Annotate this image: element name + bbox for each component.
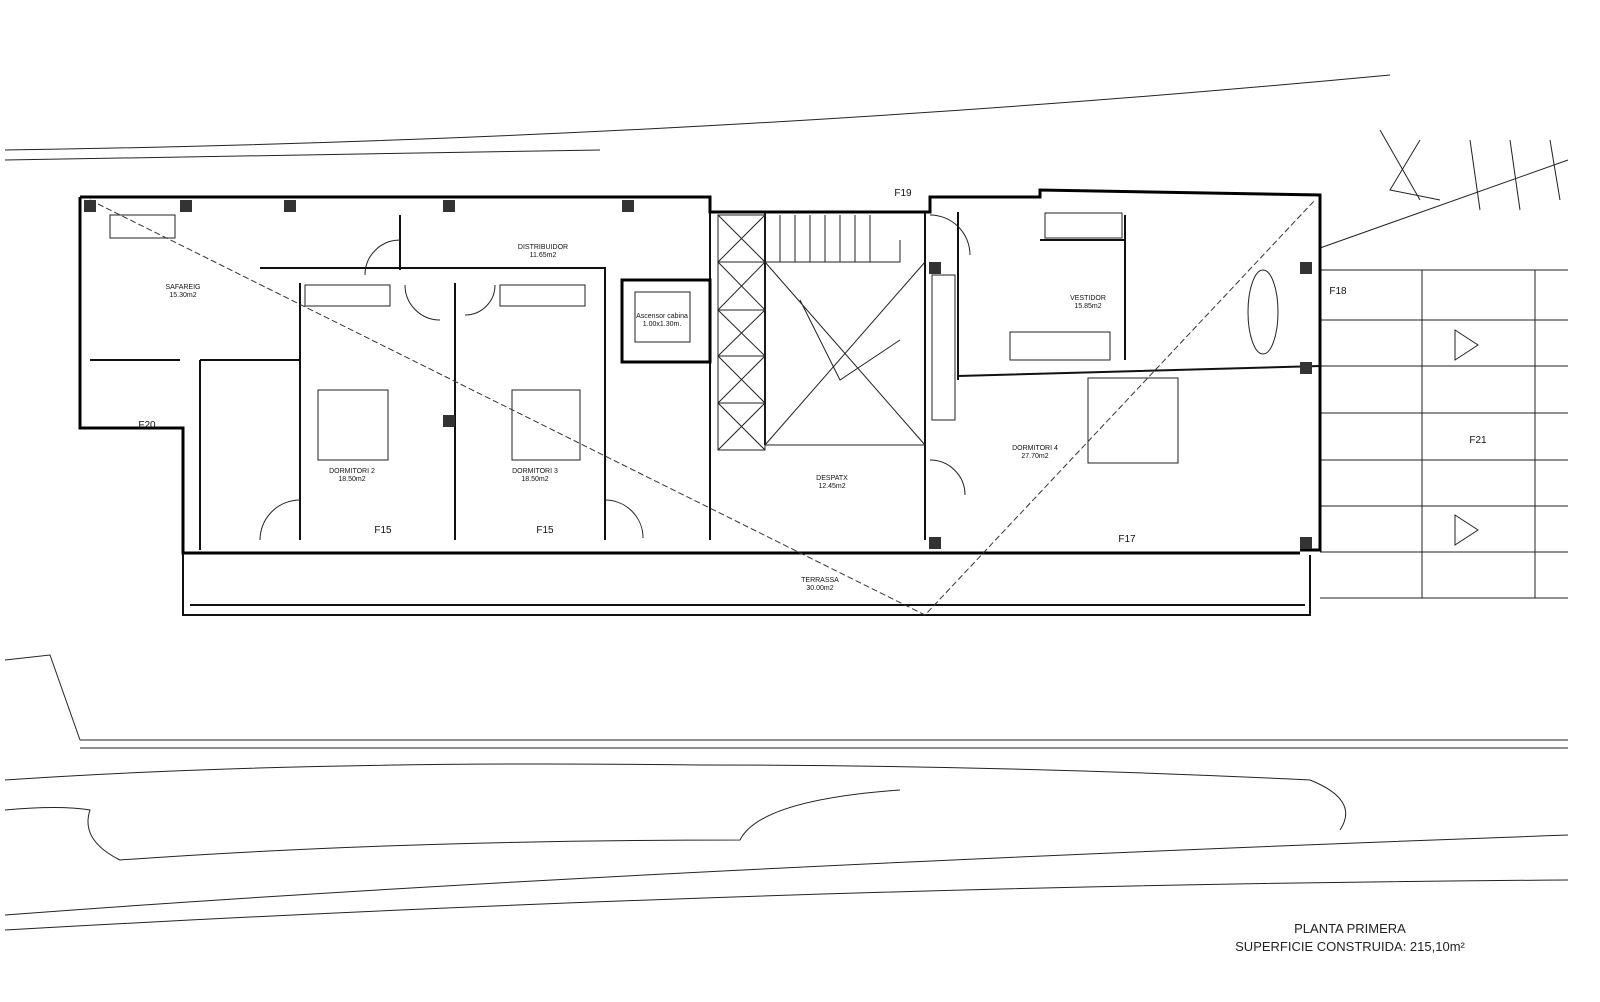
road-curve-1 [4, 763, 1347, 831]
road-curve-2 [4, 789, 901, 861]
elevator-cabin [634, 291, 691, 343]
room-area-vestidor: 15.85m2 [1074, 303, 1101, 310]
room-name-distribuidor: DISTRIBUIDOR [518, 244, 568, 251]
exterior-walls [78, 188, 1322, 555]
bathtub [1247, 269, 1279, 355]
room-area-dormitori-4: 27.70m2 [1021, 453, 1048, 460]
ramp-lines [1319, 129, 1569, 249]
built-surface: SUPERFICIE CONSTRUIDA: 215,10m² [1235, 939, 1465, 954]
section-line [89, 199, 1316, 616]
arrow-icon-2 [1454, 514, 1479, 546]
parking-grid [1320, 269, 1568, 599]
room-name-despatx: DESPATX [816, 475, 848, 482]
room-area-distribuidor: 11.65m2 [530, 252, 557, 259]
door-swings [259, 214, 971, 541]
service-shaft-crosses [717, 214, 766, 451]
road-curve-4 [4, 879, 1569, 931]
room-name-dormitori-2: DORMITORI 2 [329, 468, 375, 475]
structural-columns [84, 200, 1312, 549]
facade-label-f18: F18 [1329, 286, 1347, 297]
room-name-safareig: SAFAREIG [165, 284, 200, 291]
room-area-despatx: 12.45m2 [818, 483, 845, 490]
facade-label-f21: F21 [1469, 435, 1487, 446]
site-boundary-upper [4, 149, 601, 161]
elevator-shaft [620, 278, 712, 364]
room-area-ascensor: 1.00x1.30m. [643, 321, 682, 328]
plan-title: PLANTA PRIMERA [1294, 921, 1406, 936]
facade-label-f19: F19 [894, 188, 912, 199]
room-area-safareig: 15.30m2 [169, 292, 196, 299]
beds [317, 377, 1179, 464]
room-area-terrassa: 30.00m2 [806, 585, 833, 592]
facade-label-f15b: F15 [536, 525, 554, 536]
interior-walls [90, 212, 1321, 550]
wardrobes [109, 212, 1123, 421]
room-name-vestidor: VESTIDOR [1070, 295, 1106, 302]
room-area-dormitori-3: 18.50m2 [521, 476, 548, 483]
facade-label-f17: F17 [1118, 534, 1136, 545]
road-line-upper [80, 739, 1568, 749]
room-area-dormitori-2: 18.50m2 [338, 476, 365, 483]
plan-caption: PLANTA PRIMERA SUPERFICIE CONSTRUIDA: 21… [1180, 920, 1520, 956]
room-name-terrassa: TERRASSA [801, 577, 839, 584]
site-boundary-top [4, 74, 1391, 151]
terrace-outline [182, 553, 1311, 616]
room-name-dormitori-4: DORMITORI 4 [1012, 445, 1058, 452]
road-edge-left [4, 654, 81, 741]
arrow-icon-1 [1454, 329, 1479, 361]
facade-label-f20: F20 [138, 420, 156, 431]
room-name-dormitori-3: DORMITORI 3 [512, 468, 558, 475]
room-name-ascensor: Ascensor cabina [636, 313, 688, 320]
road-curve-3 [4, 834, 1569, 916]
staircase [764, 215, 926, 446]
facade-label-f15a: F15 [374, 525, 392, 536]
